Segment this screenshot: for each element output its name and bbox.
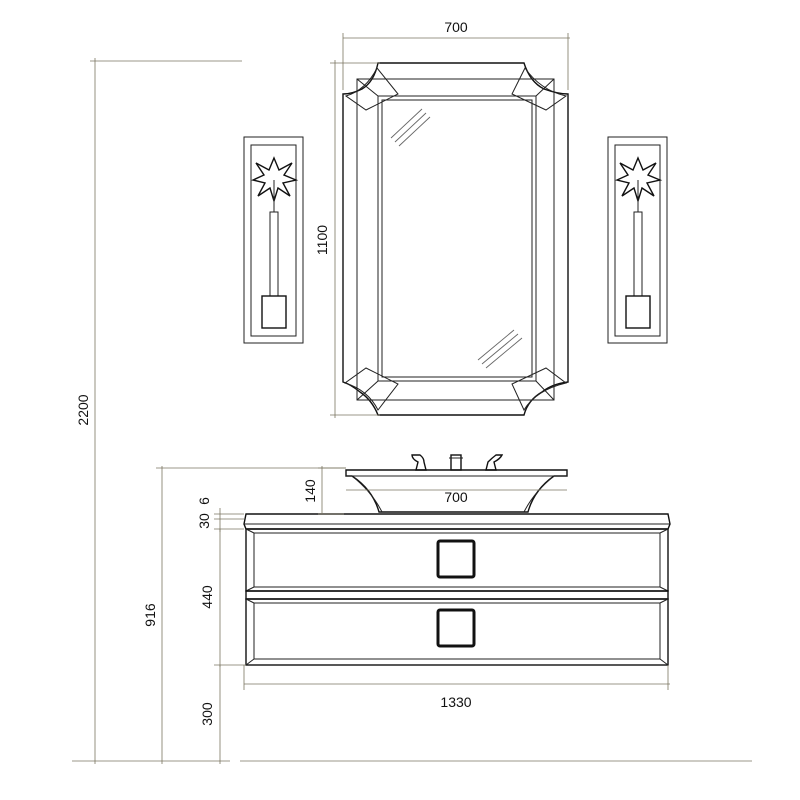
dim-mirror-height: 1100 bbox=[314, 60, 380, 418]
drawer-bottom bbox=[245, 598, 669, 666]
label-top-thickness-b: 30 bbox=[196, 513, 212, 529]
dim-top-thickness: 6 30 bbox=[196, 497, 244, 532]
vanity-cabinet bbox=[243, 513, 671, 666]
dim-cabinet-width: 1330 bbox=[243, 665, 670, 710]
lamp-starburst-left bbox=[250, 156, 299, 212]
wall-lamp-left bbox=[243, 136, 304, 344]
dim-total-height: 2200 bbox=[75, 58, 242, 764]
label-floor-clearance: 300 bbox=[199, 702, 215, 726]
label-top-thickness-a: 6 bbox=[196, 497, 212, 505]
dim-cabinet-height: 916 bbox=[142, 466, 346, 764]
glass-reflection-top bbox=[390, 108, 431, 147]
label-cabinet-width: 1330 bbox=[440, 694, 471, 710]
drawer-top bbox=[245, 528, 669, 592]
label-basin-width: 700 bbox=[444, 489, 468, 505]
label-total-height: 2200 bbox=[75, 394, 91, 425]
label-drawers-height: 440 bbox=[199, 585, 215, 609]
drawer-handle-top bbox=[436, 539, 476, 579]
drawer-handle-bottom bbox=[436, 608, 476, 648]
lamp-starburst-right bbox=[614, 156, 663, 212]
dim-basin-height: 140 bbox=[302, 466, 346, 515]
faucet-set bbox=[411, 454, 504, 471]
glass-reflection-bottom bbox=[477, 329, 523, 369]
dim-drawers-height: 440 bbox=[199, 529, 246, 667]
wall-lamp-right bbox=[607, 136, 668, 344]
dim-basin-width: 700 bbox=[346, 489, 567, 505]
label-mirror-height: 1100 bbox=[314, 225, 330, 255]
dim-mirror-width: 700 bbox=[342, 19, 570, 90]
label-basin-height: 140 bbox=[302, 479, 318, 503]
dim-floor-clearance: 300 bbox=[199, 665, 221, 764]
label-mirror-width: 700 bbox=[444, 19, 468, 35]
mirror bbox=[342, 62, 569, 416]
basin bbox=[345, 469, 568, 513]
label-cabinet-height: 916 bbox=[142, 603, 158, 627]
